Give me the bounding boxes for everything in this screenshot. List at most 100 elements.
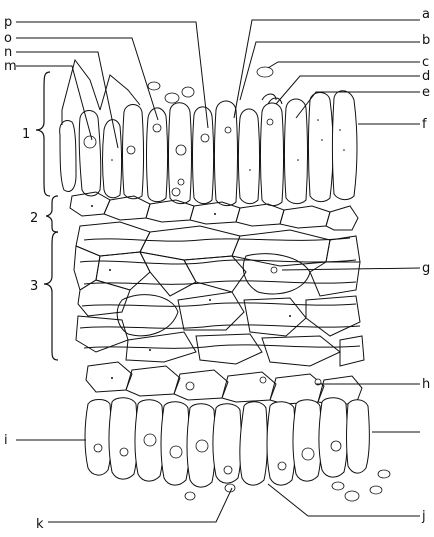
hypodermis-cell — [146, 200, 194, 222]
palisade-cell — [285, 99, 308, 204]
stipple-dot — [109, 269, 111, 271]
nucleus — [225, 127, 231, 133]
spore — [378, 470, 390, 478]
tissue-cell — [178, 292, 244, 330]
palisade-cell — [261, 103, 284, 206]
nucleus — [84, 136, 96, 148]
nucleus — [224, 466, 232, 474]
nucleus — [201, 134, 209, 142]
label-i: i — [4, 433, 8, 448]
spore — [332, 482, 344, 490]
large-tissue-cell — [243, 254, 310, 294]
hypodermis-cell — [104, 196, 150, 220]
leader-line-g — [282, 268, 420, 270]
label-h: h — [422, 377, 430, 392]
palisade-cell — [193, 107, 214, 204]
stipple-dot — [339, 129, 341, 131]
brace-layer-3 — [44, 232, 58, 360]
stipple-dot — [317, 119, 319, 121]
upper-palisade-layer — [60, 91, 357, 206]
stipple-dot — [297, 159, 299, 161]
spore — [345, 491, 359, 501]
spore-pair — [262, 94, 276, 100]
tissue-cell — [78, 280, 130, 316]
nucleus — [178, 179, 184, 185]
region-label-1: 1 — [22, 127, 30, 142]
spore — [182, 87, 194, 97]
nucleus — [153, 124, 161, 132]
label-a: a — [422, 7, 430, 22]
spore — [225, 484, 235, 492]
tissue-cell — [310, 262, 360, 296]
central-tissue-layer — [74, 222, 364, 366]
palisade-cell — [85, 400, 111, 476]
nucleus — [267, 119, 273, 125]
nucleus — [271, 267, 277, 273]
label-p: p — [4, 15, 12, 30]
nucleus — [170, 446, 182, 458]
nucleus — [278, 462, 286, 470]
tissue-cell — [306, 296, 360, 336]
label-k: k — [36, 517, 44, 532]
nucleus — [94, 444, 102, 452]
brace-layer-2 — [46, 196, 58, 232]
palisade-cell — [239, 109, 260, 204]
stipple-dot — [343, 149, 345, 151]
tissue-cell — [262, 336, 340, 366]
label-f: f — [422, 117, 427, 132]
label-d: d — [422, 69, 430, 84]
leader-line-c — [268, 62, 420, 68]
fiber-strand — [84, 238, 350, 241]
palisade-cell — [240, 402, 267, 485]
nucleus — [196, 440, 208, 452]
region-braces — [36, 72, 58, 360]
lower-palisade-layer — [85, 398, 390, 501]
hypodermis-cell — [86, 362, 132, 392]
hypodermis-cell — [280, 206, 330, 228]
label-o: o — [4, 31, 12, 46]
label-b: b — [422, 33, 430, 48]
stipple-dot — [214, 213, 216, 215]
palisade-cell — [333, 91, 358, 200]
tissue-cell — [326, 236, 360, 262]
brace-layer-1 — [36, 72, 50, 196]
label-e: e — [422, 85, 430, 100]
leader-line-j — [268, 484, 420, 516]
nucleus — [120, 448, 128, 456]
stipple-dot — [289, 315, 291, 317]
palisade-cell — [309, 93, 334, 202]
stipple-dot — [249, 169, 251, 171]
stipple-dot — [209, 299, 211, 301]
palisade-cell — [319, 398, 347, 477]
leader-line-k — [48, 488, 232, 522]
palisade-cell — [267, 402, 295, 485]
label-g: g — [422, 261, 430, 276]
tissue-cell — [196, 334, 262, 364]
palisade-cell — [79, 111, 101, 197]
fiber-strand — [82, 303, 356, 306]
nucleus — [176, 145, 186, 155]
palisade-cell — [60, 121, 76, 192]
hypodermis-cell — [326, 206, 358, 230]
nucleus — [127, 146, 135, 154]
tissue-cell — [340, 336, 364, 366]
spore — [257, 67, 273, 77]
stipple-dot — [91, 205, 93, 207]
palisade-cell — [293, 400, 321, 481]
fiber-strand — [84, 345, 360, 348]
region-label-2: 2 — [30, 211, 38, 226]
nucleus — [302, 448, 314, 460]
palisade-cell — [103, 120, 122, 198]
nucleus — [186, 382, 194, 390]
palisade-cell — [147, 108, 168, 202]
hypodermis-cell — [222, 372, 276, 402]
spore — [148, 82, 160, 90]
nucleus — [172, 188, 180, 196]
stipple-dot — [149, 349, 151, 351]
stipple-dot — [321, 139, 323, 141]
nucleus — [260, 377, 266, 383]
spore — [165, 93, 179, 103]
nucleus — [144, 434, 156, 446]
region-label-3: 3 — [30, 279, 38, 294]
